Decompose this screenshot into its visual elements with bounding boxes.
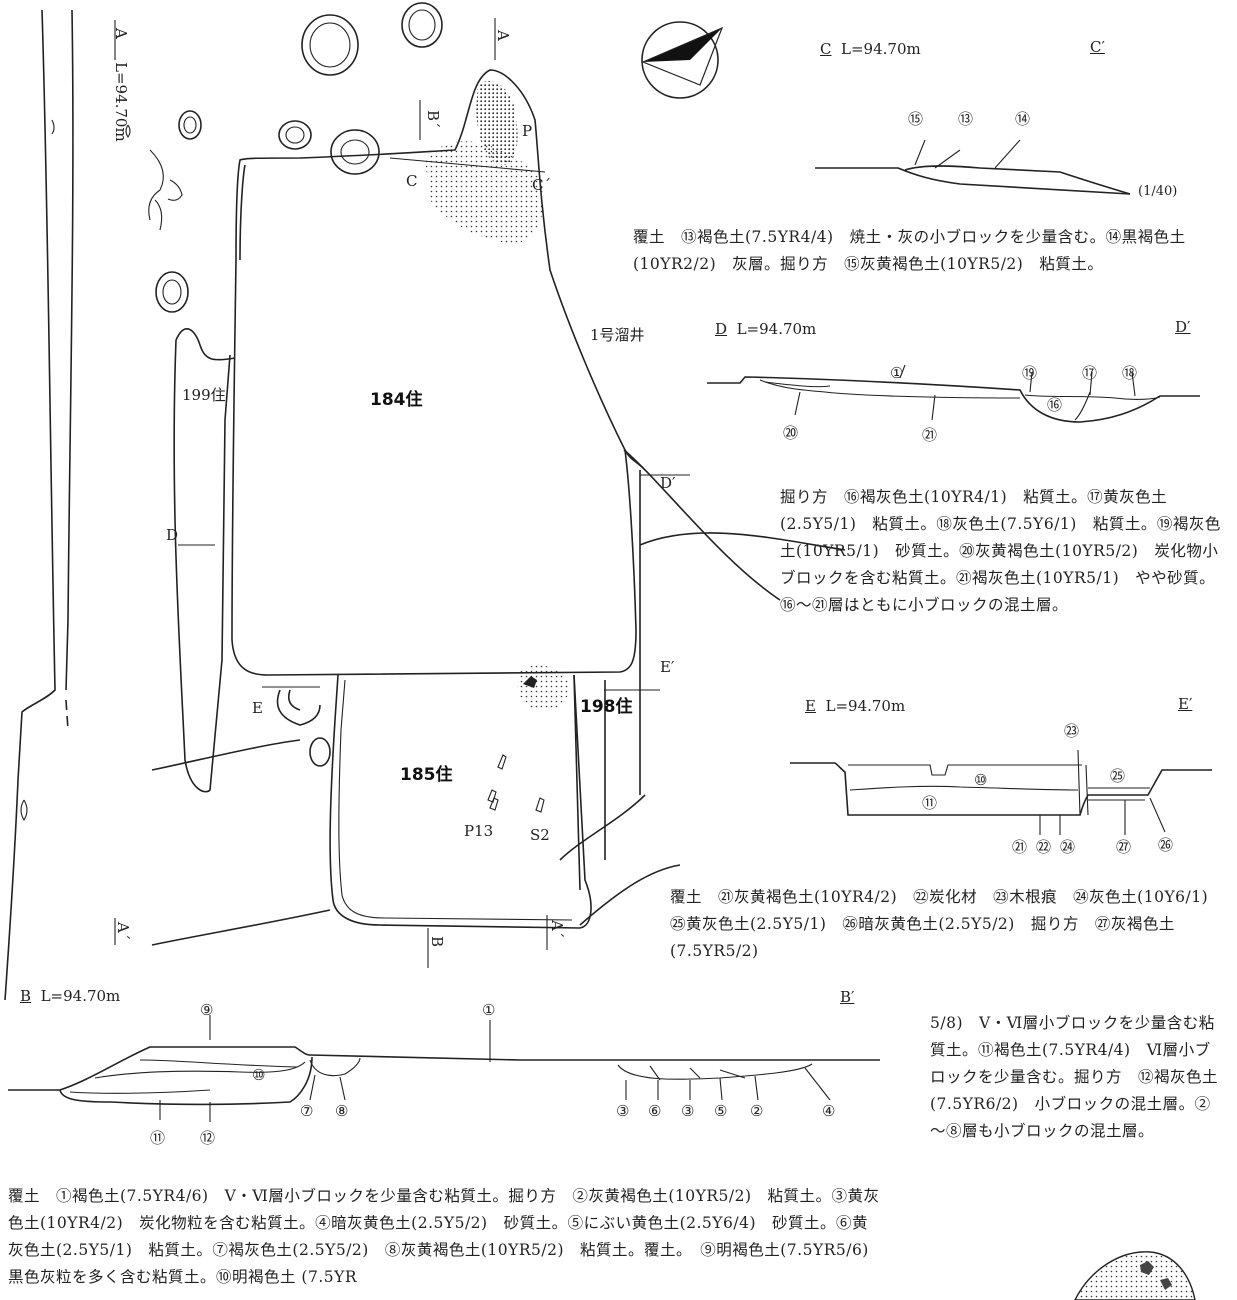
layer-number-label: ⑰ — [1082, 364, 1097, 382]
layer-number-label: ① — [890, 364, 903, 382]
layer-number-label: ⑬ — [958, 110, 973, 128]
layer-number-label: ⑨ — [200, 1001, 213, 1019]
post-holes — [148, 2, 443, 767]
section-c-header: C L=94.70m — [820, 40, 921, 58]
plan-a-level: L=94.70m — [112, 62, 130, 142]
layer-number-label: ⑧ — [335, 1102, 348, 1120]
north-arrow-icon — [641, 21, 724, 99]
section-d-end: D′ — [1175, 318, 1191, 336]
marker-a-top: A — [494, 29, 512, 41]
section-e-header: E L=94.70m — [805, 697, 906, 715]
layer-number-label: ㉑ — [1012, 838, 1027, 856]
layer-number-label: ③ — [681, 1102, 694, 1120]
marker-b-prime: B´ — [424, 110, 442, 129]
artifact-sketch — [1074, 1251, 1196, 1300]
feature-198 — [516, 449, 646, 891]
label-198: 198住 — [580, 696, 633, 717]
layer-number-label: ㉖ — [1158, 836, 1173, 854]
section-c-scale: (1/40) — [1138, 184, 1178, 199]
label-p: P — [522, 122, 532, 140]
label-185: 185住 — [400, 764, 453, 785]
section-d-profile: ① ⑲ ⑰ ⑱ ⑯ ⑳ ㉑ — [707, 364, 1200, 444]
layer-number-label: ③ — [616, 1102, 629, 1120]
layer-number-label: ⑥ — [648, 1102, 661, 1120]
label-well: 1号溜井 — [590, 326, 645, 344]
marker-a: A — [112, 27, 130, 39]
layer-number-label: ① — [482, 1001, 495, 1019]
section-c-description: 覆土 ⑬褐色土(7.5YR4/4) 焼土・灰の小ブロックを少量含む。⑭黒褐色土(… — [633, 228, 1186, 273]
pit-p-stipple — [476, 81, 518, 165]
layer-number-label: ⑮ — [908, 110, 923, 128]
plan-left-boundary — [4, 9, 74, 1001]
layer-number-label: ⑱ — [1122, 364, 1137, 382]
marker-c: C — [406, 172, 417, 190]
section-e-profile: ㉓ ⑩ ㉕ ⑪ ㉑ ㉒ ㉔ ㉗ ㉖ — [790, 722, 1212, 856]
layer-number-label: ㉗ — [1116, 838, 1131, 856]
layer-number-label: ⑯ — [1047, 396, 1062, 414]
marker-c-prime: C´ — [532, 176, 551, 194]
plan-lower-lines — [151, 449, 846, 946]
section-b-header: B L=94.70m — [20, 987, 121, 1005]
section-d-header: D L=94.70m — [715, 320, 817, 338]
layer-number-label: ㉑ — [922, 426, 937, 444]
layer-number-label: ④ — [822, 1102, 835, 1120]
marker-d: D — [166, 526, 178, 544]
layer-number-label: ㉓ — [1064, 722, 1079, 740]
marker-e: E — [252, 699, 263, 717]
label-184: 184住 — [370, 389, 423, 410]
section-b-end: B′ — [840, 988, 855, 1006]
section-e-end: E′ — [1178, 695, 1193, 713]
feature-185 — [329, 674, 592, 929]
layer-number-label: ⑤ — [714, 1102, 727, 1120]
layer-number-label: ⑪ — [150, 1129, 165, 1147]
layer-number-label: ⑪ — [922, 794, 937, 812]
label-199: 199住 — [182, 386, 226, 404]
label-s2: S2 — [530, 826, 550, 844]
section-d-description: 掘り方 ⑯褐灰色土(10YR4/1) 粘質土。⑰黄灰色土(2.5Y5/1) 粘質… — [780, 488, 1221, 614]
feature-199 — [173, 328, 236, 793]
marker-a-prime-2: A´ — [548, 919, 566, 938]
hearth-stipple — [425, 141, 545, 244]
section-c-profile: ⑮ ⑬ ⑭ — [815, 110, 1131, 195]
section-e-description: 覆土 ㉑灰黄褐色土(10YR4/2) ㉒炭化材 ㉓木根痕 ㉔灰色土(10Y6/1… — [670, 888, 1225, 960]
layer-number-label: ② — [750, 1102, 763, 1120]
layer-number-label: ㉕ — [1110, 767, 1125, 785]
layer-number-label: ⑦ — [300, 1102, 313, 1120]
layer-number-label: ㉔ — [1060, 838, 1075, 856]
section-b-description-continued: 5/8) Ⅴ・Ⅵ層小ブロックを少量含む粘質土。⑪褐色土(7.5YR4/4) Ⅵ層… — [930, 1014, 1219, 1140]
marker-a-prime: A´ — [114, 921, 132, 940]
section-c-end: C′ — [1090, 38, 1105, 56]
layer-number-label: ⑲ — [1022, 364, 1037, 382]
layer-number-label: ⑩ — [974, 771, 987, 789]
layer-number-label: ⑳ — [783, 424, 798, 442]
layer-number-label: ⑫ — [200, 1129, 215, 1147]
section-b-profile: ⑨ ① ⑩ ⑪ ⑫ ⑦ ⑧ ③ ⑥ ③ ⑤ ② ④ — [8, 1001, 880, 1147]
plan-section-markers — [114, 18, 690, 968]
layer-number-label: ⑩ — [252, 1066, 265, 1084]
section-b-description: 覆土 ①褐色土(7.5YR4/6) Ⅴ・Ⅵ層小ブロックを少量含む粘質土。掘り方 … — [8, 1187, 885, 1286]
marker-d-prime: D′ — [660, 474, 676, 492]
layer-number-label: ⑭ — [1015, 110, 1030, 128]
marker-e-prime: E′ — [660, 658, 675, 676]
layer-number-label: ㉒ — [1036, 838, 1051, 856]
label-p13: P13 — [464, 822, 493, 840]
marker-b-bottom: B — [428, 936, 446, 947]
